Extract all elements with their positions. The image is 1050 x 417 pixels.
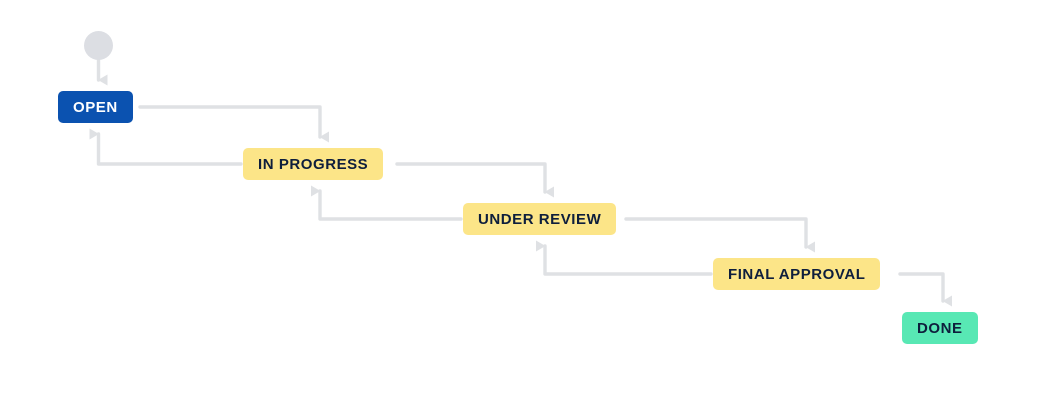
status-node-label: IN PROGRESS [258, 155, 369, 173]
edge-final-approval-to-under-review [536, 240, 713, 276]
status-node-done[interactable]: DONE [902, 312, 978, 344]
status-node-under-review[interactable]: UNDER REVIEW [463, 203, 617, 235]
start-node-circle [84, 31, 113, 60]
status-node-in-progress[interactable]: IN PROGRESS [243, 148, 384, 180]
edge-final-approval-to-done [898, 272, 952, 307]
edge-in-progress-to-under-review [395, 162, 554, 198]
edge-in-progress-to-open [89, 128, 243, 166]
status-node-label: OPEN [73, 98, 118, 116]
status-node-final-approval[interactable]: FINAL APPROVAL [713, 258, 881, 290]
status-node-label: DONE [917, 319, 963, 337]
status-node-label: FINAL APPROVAL [728, 265, 866, 283]
status-node-label: UNDER REVIEW [478, 210, 602, 228]
edge-under-review-to-final-approval [624, 217, 815, 253]
edge-under-review-to-in-progress [311, 185, 463, 221]
status-node-open[interactable]: OPEN [58, 91, 133, 123]
edge-open-to-in-progress [138, 105, 329, 143]
